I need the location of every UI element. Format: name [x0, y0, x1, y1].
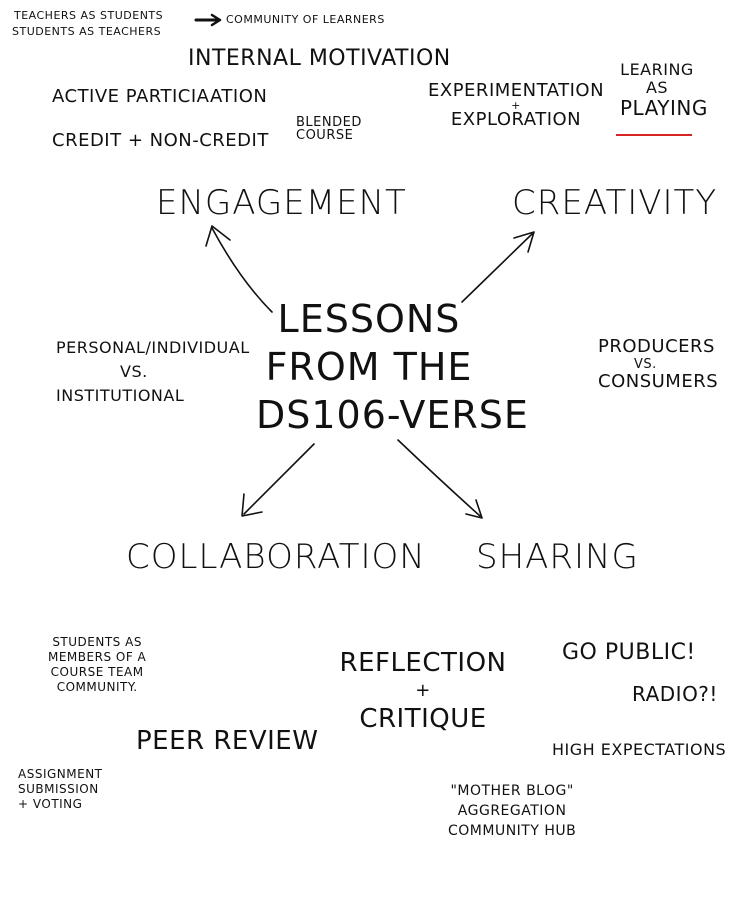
arrow-sharing	[397, 439, 481, 517]
note-high-expectations: High Expectations	[552, 740, 727, 759]
branch-collaboration: Collaboration	[126, 537, 426, 577]
center-title: Lessons From the DS106-verse	[256, 297, 529, 437]
note-blended-course: Blended course	[296, 115, 362, 143]
note-producers-vs-consumers: Producers vs. Consumers	[598, 336, 719, 392]
arrow-creativity	[461, 233, 533, 303]
branch-sharing: Sharing	[476, 537, 639, 577]
note-peer-review: Peer Review	[136, 726, 319, 756]
note-students-as-teachers: Students as teachers	[12, 25, 162, 38]
note-internal-motivation: Internal Motivation	[188, 46, 451, 71]
branch-engagement: Engagement	[156, 183, 407, 223]
note-reflection-critique: Reflection + Critique	[339, 648, 507, 734]
arrow-engagement	[211, 227, 273, 313]
branch-creativity: Creativity	[512, 183, 718, 223]
arrow-collaboration	[243, 443, 315, 515]
note-radio: Radio?!	[632, 682, 718, 706]
note-experimentation: Experimentation + Exploration	[428, 80, 605, 130]
note-active-participation: Active Particiaation	[52, 86, 268, 107]
note-students-members: Students as members of a course team com…	[48, 635, 147, 694]
note-personal-vs-institutional: Personal/Individual vs. Institutional	[56, 338, 250, 405]
note-go-public: Go Public!	[562, 640, 696, 665]
note-credit: Credit + Non-credit	[52, 130, 269, 151]
note-mother-blog: "Mother Blog" Aggregation Community hub	[448, 783, 577, 839]
note-learning-as-playing: Learing as Playing	[620, 60, 708, 120]
note-teachers-as-students: Teachers as students	[14, 9, 164, 22]
note-assignment-voting: Assignment Submission + Voting	[18, 767, 103, 811]
playing-underline	[616, 134, 692, 136]
note-community-of-learners: Community of learners	[226, 13, 385, 26]
